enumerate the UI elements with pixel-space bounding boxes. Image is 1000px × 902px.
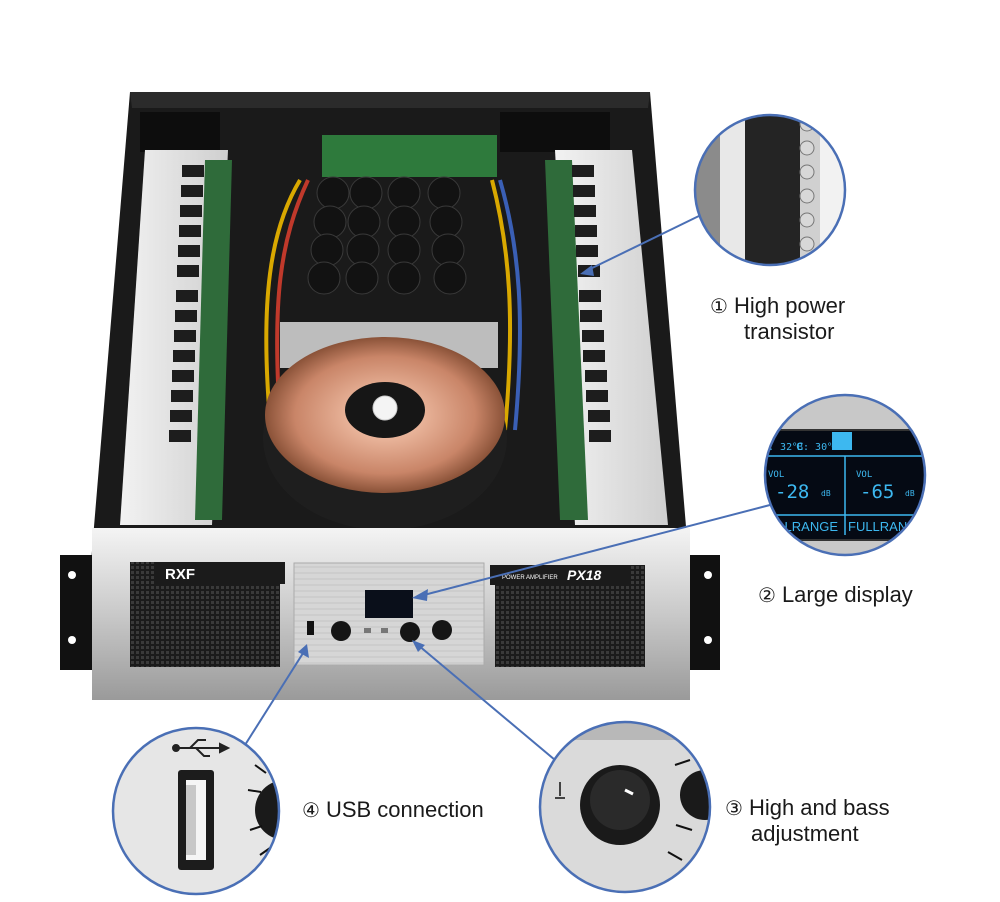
callout-label-line2: adjustment	[751, 821, 859, 846]
display-ch2-label: VOL	[856, 470, 872, 480]
display-ch1-unit: dB	[821, 489, 831, 498]
display-ch1-value: -28	[775, 481, 809, 503]
callout-number: ②	[758, 583, 776, 607]
usb-port[interactable]	[307, 621, 314, 635]
callout-number: ④	[302, 798, 320, 822]
display-ch1-mode: FULLRANGE	[760, 519, 838, 534]
transistor-zoom-circle	[693, 113, 847, 267]
callout-label: High power	[733, 293, 846, 318]
callout-label: USB connection	[325, 797, 484, 822]
display-ch1-label: VOL	[768, 470, 784, 480]
callout-label: High and bass	[748, 795, 890, 820]
brand-subtitle: POWER AMPLIFIER	[502, 575, 558, 581]
knob-center[interactable]	[400, 622, 420, 642]
leader-lines	[244, 213, 771, 761]
knob-right[interactable]	[432, 620, 452, 640]
usb-icon	[172, 739, 231, 757]
knob-zoom-circle	[538, 720, 712, 894]
callout-label: Large display	[781, 582, 913, 607]
display-temp-a: A: 32℃	[762, 442, 803, 453]
display-temp-b: B: 30℃	[797, 442, 838, 453]
display-ch2-value: -65	[860, 481, 894, 503]
display-zoom-circle: A: 32℃ B: 30℃ VOL -28 dB FULLRANGE VOL -…	[760, 393, 927, 557]
knob-left[interactable]	[331, 621, 351, 641]
callout-number: ③	[725, 796, 743, 820]
callout-label-line2: transistor	[744, 319, 835, 344]
chassis	[90, 92, 690, 575]
brand-logo: RXF	[165, 566, 195, 583]
usb-zoom-circle	[111, 726, 281, 896]
front-display	[365, 590, 413, 618]
callout-number: ①	[710, 294, 728, 318]
display-ch2-mode: FULLRANGE	[848, 519, 926, 534]
display-ch2-unit: dB	[905, 489, 915, 498]
model-name: PX18	[567, 567, 601, 583]
front-panel: RXF POWER AMPLIFIER PX18	[60, 528, 720, 700]
